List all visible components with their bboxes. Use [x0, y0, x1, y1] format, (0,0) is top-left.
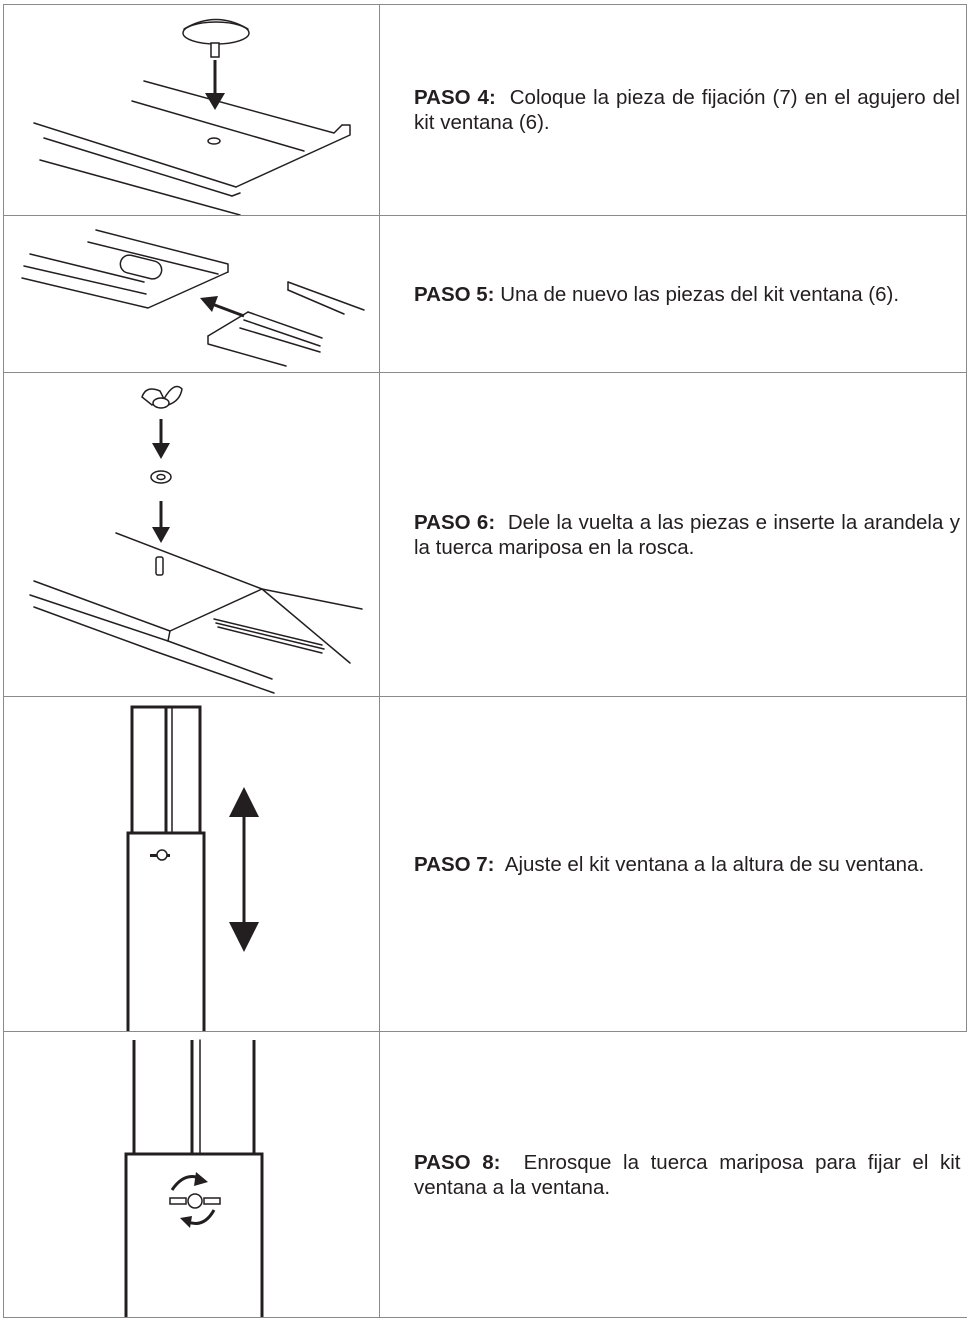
height-adjust-icon: [126, 705, 259, 1031]
assembly-steps-table: PASO 4: Coloque la pieza de fijación (7)…: [3, 4, 967, 1318]
step-4-instruction: PASO 4: Coloque la pieza de fijación (7)…: [379, 4, 967, 216]
step-8-instruction: PASO 8: Enrosque la tuerca mariposa para…: [379, 1031, 967, 1318]
washer-wingnut-insertion-icon: [29, 385, 363, 694]
step-8-label: PASO 8:: [414, 1150, 501, 1174]
step-7-instruction: PASO 7: Ajuste el kit ventana a la altur…: [379, 696, 967, 1032]
step-4-text: Coloque la pieza de fijación (7) en el a…: [414, 86, 960, 134]
step-5-illustration: [3, 215, 380, 373]
step-7-text: Ajuste el kit ventana a la altura de su …: [504, 852, 925, 876]
step-4-illustration: [3, 4, 380, 216]
step-4-label: PASO 4:: [414, 86, 496, 109]
step-8-illustration: [3, 1031, 380, 1318]
step-5-label: PASO 5:: [414, 282, 495, 306]
step-row-4: PASO 4: Coloque la pieza de fijación (7)…: [3, 4, 967, 216]
step-6-text: Dele la vuelta a las piezas e inserte la…: [414, 510, 960, 559]
step-row-8: PASO 8: Enrosque la tuerca mariposa para…: [3, 1031, 967, 1318]
step-6-illustration: [3, 372, 380, 697]
step-row-6: PASO 6: Dele la vuelta a las piezas e in…: [3, 372, 967, 697]
step-row-7: PASO 7: Ajuste el kit ventana a la altur…: [3, 696, 967, 1032]
step-7-label: PASO 7:: [414, 852, 495, 876]
step-row-5: PASO 5: Una de nuevo las piezas del kit …: [3, 215, 967, 373]
step-6-label: PASO 6:: [414, 510, 496, 534]
step-8-text: Enrosque la tuerca mariposa para fijar e…: [414, 1150, 961, 1199]
step-7-illustration: [3, 696, 380, 1032]
step-6-instruction: PASO 6: Dele la vuelta a las piezas e in…: [379, 372, 967, 697]
fixing-piece-insertion-icon: [33, 18, 351, 215]
step-5-instruction: PASO 5: Una de nuevo las piezas del kit …: [379, 215, 967, 373]
tighten-wingnut-icon: [124, 1039, 264, 1317]
step-5-text: Una de nuevo las piezas del kit ventana …: [500, 282, 900, 306]
rejoin-pieces-icon: [21, 229, 365, 367]
